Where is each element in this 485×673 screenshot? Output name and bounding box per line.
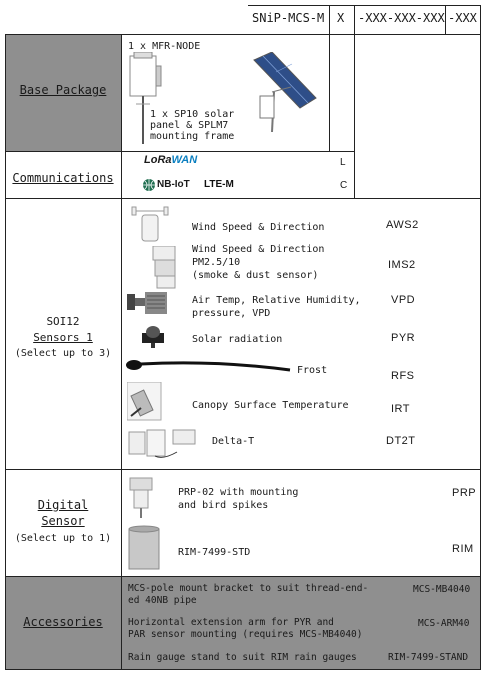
rfs-sensor-icon xyxy=(126,360,291,372)
border xyxy=(5,576,481,577)
digital-code-rim: RIM xyxy=(452,543,474,555)
lorawan-logo-text: LoRaWAN xyxy=(144,154,198,166)
base-label-cell-bg xyxy=(5,34,121,151)
node-label: 1 x MFR-NODE xyxy=(128,41,201,52)
sensor-label-aws2: Wind Speed & Direction xyxy=(192,222,325,233)
sensor-label-vpd: Air Temp, Relative Humidity, pressure, V… xyxy=(192,295,361,319)
option-code-2: -XXX xyxy=(448,11,477,25)
border xyxy=(5,34,6,670)
digital-title-line1: Digital xyxy=(37,498,89,512)
sensor-code-pyr: PYR xyxy=(391,332,416,344)
sensor-label-ims2: Wind Speed & Direction PM2.5/10 (smoke &… xyxy=(192,244,325,281)
digital-subtitle: (Select up to 1) xyxy=(14,533,112,544)
border xyxy=(329,34,330,151)
mfr-node-image xyxy=(129,52,162,144)
accessory-label-stand: Rain gauge stand to suit RIM rain gauges xyxy=(128,652,357,663)
sensors-subtitle: (Select up to 3) xyxy=(14,348,112,359)
prp-sensor-icon xyxy=(129,477,153,518)
comm-code-l: L xyxy=(340,157,346,168)
border xyxy=(121,34,122,199)
lte-m-logo: LTE-M xyxy=(204,179,234,190)
sensors-title-line2: Sensors 1 xyxy=(33,331,93,344)
rim-gauge-icon xyxy=(128,525,160,570)
accessories-title: Accessories xyxy=(23,615,103,629)
border xyxy=(248,5,481,6)
solar-label: 1 x SP10 solar panel & SPLM7 mounting fr… xyxy=(150,109,235,142)
border xyxy=(445,5,446,34)
comm-code-c: C xyxy=(340,180,348,191)
dt2t-sensor-icon xyxy=(128,429,196,458)
nb-iot-logo: NB-IoT xyxy=(157,179,190,190)
pyr-sensor-icon xyxy=(142,326,164,348)
border xyxy=(5,198,481,199)
border xyxy=(354,5,355,199)
irt-sensor-icon xyxy=(127,382,162,421)
sensors-title-line1: SOI12 xyxy=(46,315,80,328)
border xyxy=(5,151,355,152)
digital-label-rim: RIM-7499-STD xyxy=(178,547,251,558)
digital-title-line2: Sensor xyxy=(41,514,85,528)
digital-code-prp: PRP xyxy=(452,487,477,499)
sensor-code-aws2: AWS2 xyxy=(386,219,419,231)
accessory-label-arm40: Horizontal extension arm for PYR and PAR… xyxy=(128,617,363,640)
accessory-label-mb4040: MCS-pole mount bracket to suit thread-en… xyxy=(128,583,369,606)
option-x: X xyxy=(337,11,345,25)
sensor-code-irt: IRT xyxy=(391,403,411,415)
border xyxy=(5,669,481,670)
nb-iot-icon xyxy=(143,179,155,191)
lorawan-logo: LoRaWAN xyxy=(144,154,197,166)
option-code-1: -XXX-XXX-XXX xyxy=(358,11,445,25)
digital-label-prp: PRP-02 with mounting and bird spikes xyxy=(178,487,299,511)
border xyxy=(480,5,481,670)
sensor-label-irt: Canopy Surface Temperature xyxy=(192,400,349,411)
accessory-code-arm40: MCS-ARM40 xyxy=(418,618,470,629)
accessory-code-mb4040: MCS-MB4040 xyxy=(413,584,471,595)
sensor-code-rfs: RFS xyxy=(391,370,415,382)
digital-sensor-title: Digital Sensor (Select up to 1) xyxy=(5,497,121,547)
sensor-code-ims2: IMS2 xyxy=(388,259,416,271)
sensor-label-dt2t: Delta-T xyxy=(212,436,255,447)
border xyxy=(121,469,122,576)
communications-title: Communications xyxy=(12,171,114,185)
ims2-sensor-icon xyxy=(152,246,176,289)
sensor-label-rfs: Frost xyxy=(297,365,328,376)
aws2-sensor-icon xyxy=(131,206,169,242)
border xyxy=(121,576,122,670)
model-code: SNiP-MCS-M xyxy=(252,11,325,25)
border xyxy=(5,469,481,470)
accessories-bg xyxy=(5,576,481,669)
sensor-code-dt2t: DT2T xyxy=(386,435,416,447)
solar-panel-image xyxy=(253,52,317,133)
border xyxy=(5,34,481,35)
border xyxy=(329,5,330,34)
accessory-code-stand: RIM-7499-STAND xyxy=(388,652,469,663)
sensor-label-pyr: Solar radiation xyxy=(192,334,283,345)
sensors-title: SOI12 Sensors 1 (Select up to 3) xyxy=(5,314,121,362)
base-package-title: Base Package xyxy=(19,83,107,97)
vpd-sensor-icon xyxy=(127,292,167,314)
sensor-code-vpd: VPD xyxy=(391,294,416,306)
border xyxy=(121,198,122,470)
